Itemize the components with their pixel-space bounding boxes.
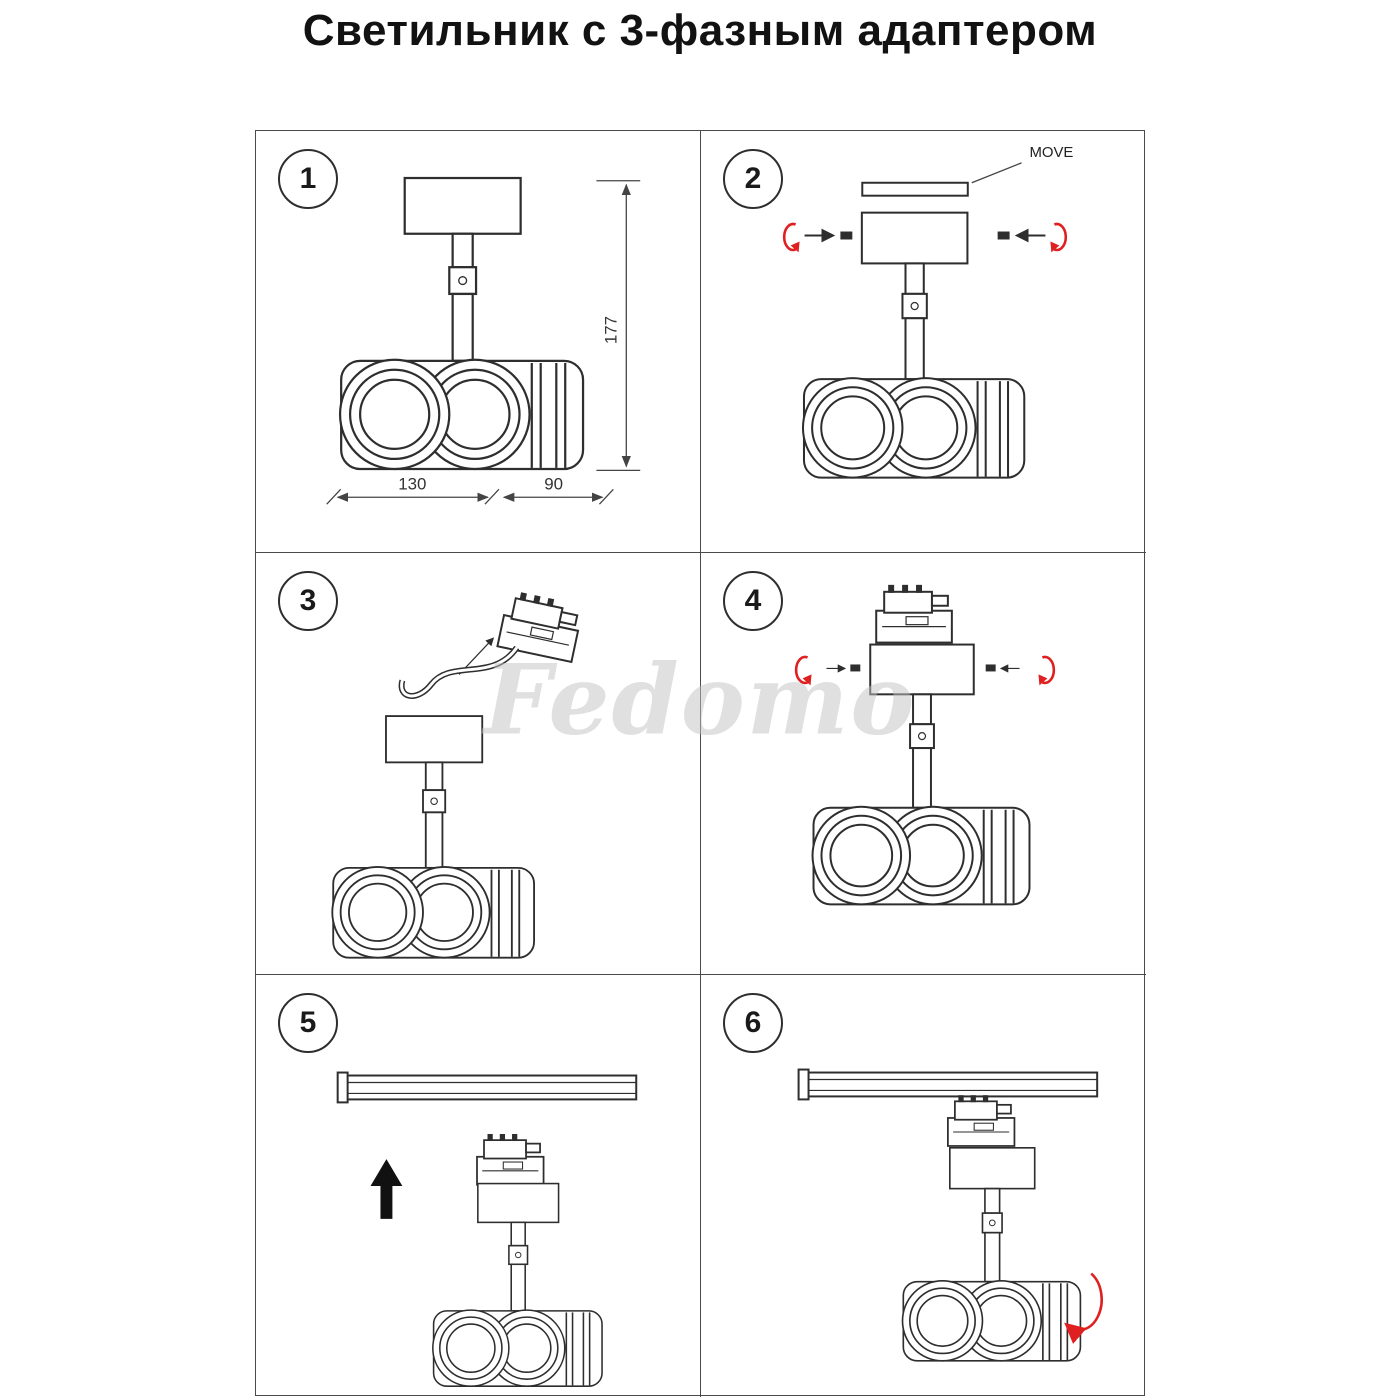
panel-6-diagram bbox=[797, 1068, 1103, 1362]
adapter-drawing bbox=[947, 1094, 1016, 1147]
fixture-drawing bbox=[338, 176, 585, 471]
panel-1-diagram: 177 130 90 bbox=[326, 176, 641, 505]
adapter-drawing bbox=[476, 1133, 545, 1186]
fixture-drawing bbox=[801, 211, 1026, 479]
lock-rotation-arrow-icon bbox=[1064, 1272, 1103, 1344]
cover-plate bbox=[861, 181, 969, 197]
width-side-label: 90 bbox=[544, 474, 563, 493]
screw-right bbox=[997, 231, 1010, 240]
panel-step-4: 4 bbox=[701, 553, 1146, 975]
panel-5-diagram bbox=[336, 1071, 638, 1387]
screw-right bbox=[985, 664, 996, 672]
step-number: 1 bbox=[299, 162, 317, 195]
step-number-badge: 2 bbox=[723, 149, 783, 209]
step-number: 6 bbox=[744, 1006, 762, 1039]
rotation-arrow-left-icon bbox=[782, 222, 801, 254]
instruction-grid: 1 177 130 90 2 bbox=[255, 130, 1146, 1397]
step-number: 4 bbox=[744, 584, 762, 617]
panel-3-diagram bbox=[331, 588, 585, 959]
step-number: 3 bbox=[299, 584, 317, 617]
height-dimension-label: 177 bbox=[601, 316, 620, 344]
panel-2-diagram: MOVE bbox=[782, 144, 1073, 479]
step-number-badge: 6 bbox=[723, 993, 783, 1053]
page-title: Светильник с 3-фазным адаптером bbox=[302, 6, 1098, 55]
height-dimension: 177 bbox=[596, 180, 641, 472]
step-number-badge: 4 bbox=[723, 571, 783, 631]
rotation-arrow-right-icon bbox=[1037, 655, 1056, 687]
step-number-badge: 5 bbox=[278, 993, 338, 1053]
step-number-badge: 3 bbox=[278, 571, 338, 631]
fixture-drawing bbox=[432, 1182, 603, 1387]
screw-left bbox=[840, 231, 853, 240]
panel-4-diagram bbox=[794, 583, 1056, 906]
step-number: 5 bbox=[299, 1006, 317, 1039]
step-number: 2 bbox=[744, 162, 762, 195]
fixture-drawing bbox=[331, 715, 535, 959]
move-label: MOVE bbox=[1029, 144, 1073, 161]
width-front-label: 130 bbox=[398, 474, 426, 493]
move-leader-line bbox=[971, 162, 1022, 184]
panel-step-6: 6 bbox=[701, 975, 1146, 1397]
panel-step-5: 5 bbox=[256, 975, 701, 1397]
up-arrow-icon bbox=[370, 1159, 403, 1219]
fixture-drawing bbox=[811, 643, 1031, 906]
fixture-drawing bbox=[901, 1147, 1082, 1362]
adapter-drawing bbox=[875, 583, 953, 644]
screw-left bbox=[850, 664, 861, 672]
wire-drawing bbox=[398, 645, 520, 699]
track-rail-drawing bbox=[797, 1068, 1099, 1101]
track-rail-drawing bbox=[336, 1071, 638, 1104]
panel-step-2: 2 MOVE bbox=[701, 131, 1146, 553]
panel-step-1: 1 177 130 90 bbox=[256, 131, 701, 553]
step-number-badge: 1 bbox=[278, 149, 338, 209]
width-dimensions: 130 90 bbox=[326, 474, 614, 505]
rotation-arrow-left-icon bbox=[794, 655, 813, 687]
panel-step-3: 3 bbox=[256, 553, 701, 975]
rotation-arrow-right-icon bbox=[1049, 222, 1068, 254]
